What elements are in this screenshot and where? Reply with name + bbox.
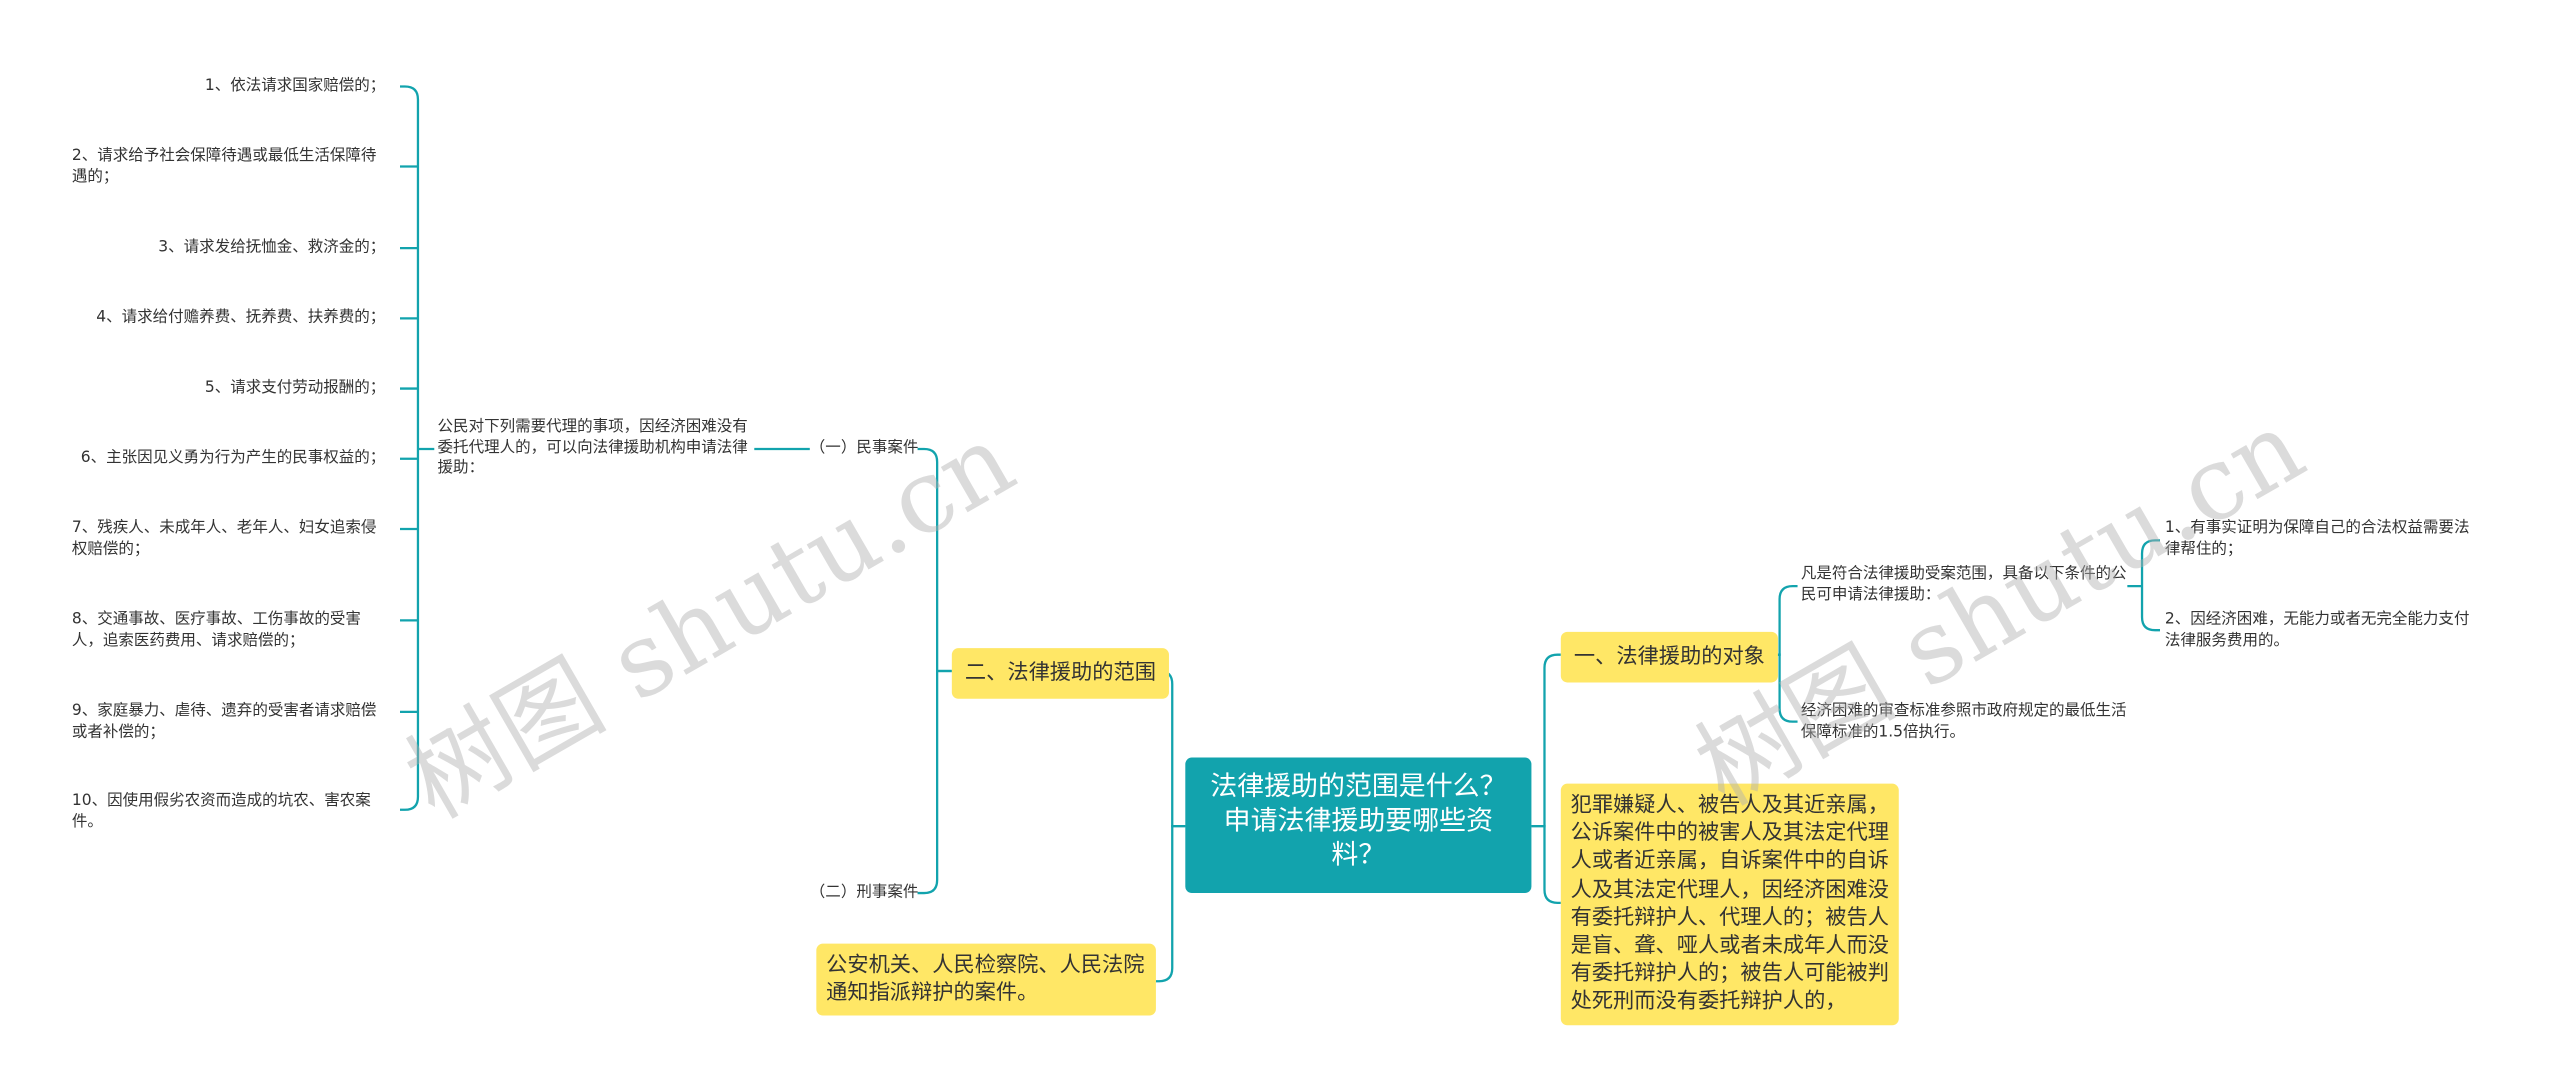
civil-item-text: 1、依法请求国家赔偿的；: [204, 76, 386, 95]
civil-item-text: 10、因使用假劣农资而造成的坑农、害农案件。: [71, 791, 371, 831]
civil-item-text: 2、请求给予社会保障待遇或最低生活保障待遇的；: [71, 146, 377, 186]
civil-item[interactable]: 4、请求给付赡养费、抚养费、扶养费的；: [72, 309, 385, 329]
connector-root-criminal-parties: [1531, 824, 1561, 904]
civil-description-text: 公民对下列需要代理的事项，因经济困难没有委托代理人的，可以向法律援助机构申请法律…: [437, 417, 748, 477]
condition-item[interactable]: 2、因经济困难，无能力或者无完全能力支付法律服务费用的。: [2165, 611, 2485, 652]
standard-node[interactable]: 经济困难的审查标准参照市政府规定的最低生活保障标准的1.5倍执行。: [1801, 702, 2128, 743]
branch-designated-cases[interactable]: 公安机关、人民检察院、人民法院通知指派辩护的案件。: [816, 943, 1156, 1017]
connector-root-object: [1531, 653, 1561, 828]
condition-item-text: 2、因经济困难，无能力或者无完全能力支付法律服务费用的。: [2164, 610, 2470, 649]
civil-item[interactable]: 9、家庭暴力、虐待、遗弃的受害者请求赔偿或者补偿的；: [72, 702, 392, 743]
civil-item-text: 3、请求发给抚恤金、救济金的；: [158, 238, 386, 257]
conditions-node[interactable]: 凡是符合法律援助受案范围，具备以下条件的公民可申请法律援助：: [1801, 565, 2128, 606]
civil-item[interactable]: 3、请求发给抚恤金、救济金的；: [72, 238, 385, 258]
civil-cases-node[interactable]: （一）民事案件: [810, 439, 919, 459]
criminal-cases-node[interactable]: （二）刑事案件: [810, 883, 919, 903]
civil-item-text: 9、家庭暴力、虐待、遗弃的受害者请求赔偿或者补偿的；: [71, 702, 377, 741]
branch-scope[interactable]: 二、法律援助的范围: [951, 648, 1170, 699]
condition-item[interactable]: 1、有事实证明为保障自己的合法权益需要法律帮住的；: [2165, 519, 2485, 560]
branch-scope-label: 二、法律援助的范围: [964, 661, 1156, 686]
civil-item-text: 7、残疾人、未成年人、老年人、妇女追索侵权赔偿的；: [71, 519, 377, 558]
civil-item[interactable]: 8、交通事故、医疗事故、工伤事故的受害人，追索医药费用、请求赔偿的；: [72, 611, 392, 652]
designated-cases-text: 公安机关、人民检察院、人民法院通知指派辩护的案件。: [826, 953, 1145, 1007]
connector-object-standard: [1764, 653, 1798, 723]
branch-object-label: 一、法律援助的对象: [1573, 644, 1765, 670]
civil-item[interactable]: 10、因使用假劣农资而造成的坑农、害农案件。: [72, 792, 392, 833]
standard-text: 经济困难的审查标准参照市政府规定的最低生活保障标准的1.5倍执行。: [1800, 702, 2127, 741]
root-topic[interactable]: 法律援助的范围是什么？申请法律援助要哪些资料？: [1185, 757, 1532, 894]
connector-scope-criminal: [917, 669, 952, 895]
connector-root-designated: [1155, 824, 1186, 983]
civil-item-text: 4、请求给付赡养费、抚养费、扶养费的；: [96, 308, 386, 327]
root-title: 法律援助的范围是什么？申请法律援助要哪些资料？: [1210, 770, 1507, 871]
connector-desc-items: [399, 85, 435, 811]
connector-object-conditions: [1764, 584, 1798, 656]
civil-description-node[interactable]: 公民对下列需要代理的事项，因经济困难没有委托代理人的，可以向法律援助机构申请法律…: [438, 418, 761, 479]
branch-criminal-parties[interactable]: 犯罪嫌疑人、被告人及其近亲属，公诉案件中的被害人及其法定代理人或者近亲属，自诉案…: [1560, 783, 1899, 1025]
branch-object[interactable]: 一、法律援助的对象: [1560, 631, 1778, 683]
criminal-cases-label: （二）刑事案件: [809, 883, 919, 902]
connector-scope-civil: [917, 447, 952, 673]
civil-cases-label: （一）民事案件: [809, 439, 919, 458]
connector-conditions-items: [2127, 539, 2160, 632]
civil-item[interactable]: 6、主张因见义勇为行为产生的民事权益的；: [72, 448, 386, 469]
civil-item[interactable]: 7、残疾人、未成年人、老年人、妇女追索侵权赔偿的；: [72, 519, 392, 560]
civil-item[interactable]: 1、依法请求国家赔偿的；: [72, 77, 385, 97]
condition-item-text: 1、有事实证明为保障自己的合法权益需要法律帮住的；: [2164, 519, 2470, 558]
civil-item-text: 5、请求支付劳动报酬的；: [204, 378, 386, 397]
civil-item-text: 8、交通事故、医疗事故、工伤事故的受害人，追索医药费用、请求赔偿的；: [71, 610, 361, 649]
criminal-parties-text: 犯罪嫌疑人、被告人及其近亲属，公诉案件中的被害人及其法定代理人或者近亲属，自诉案…: [1570, 793, 1890, 1015]
conditions-text: 凡是符合法律援助受案范围，具备以下条件的公民可申请法律援助：: [1800, 564, 2127, 604]
civil-item-text: 6、主张因见义勇为行为产生的民事权益的；: [80, 448, 386, 467]
civil-item[interactable]: 5、请求支付劳动报酬的；: [72, 379, 385, 399]
civil-item[interactable]: 2、请求给予社会保障待遇或最低生活保障待遇的；: [72, 147, 392, 188]
